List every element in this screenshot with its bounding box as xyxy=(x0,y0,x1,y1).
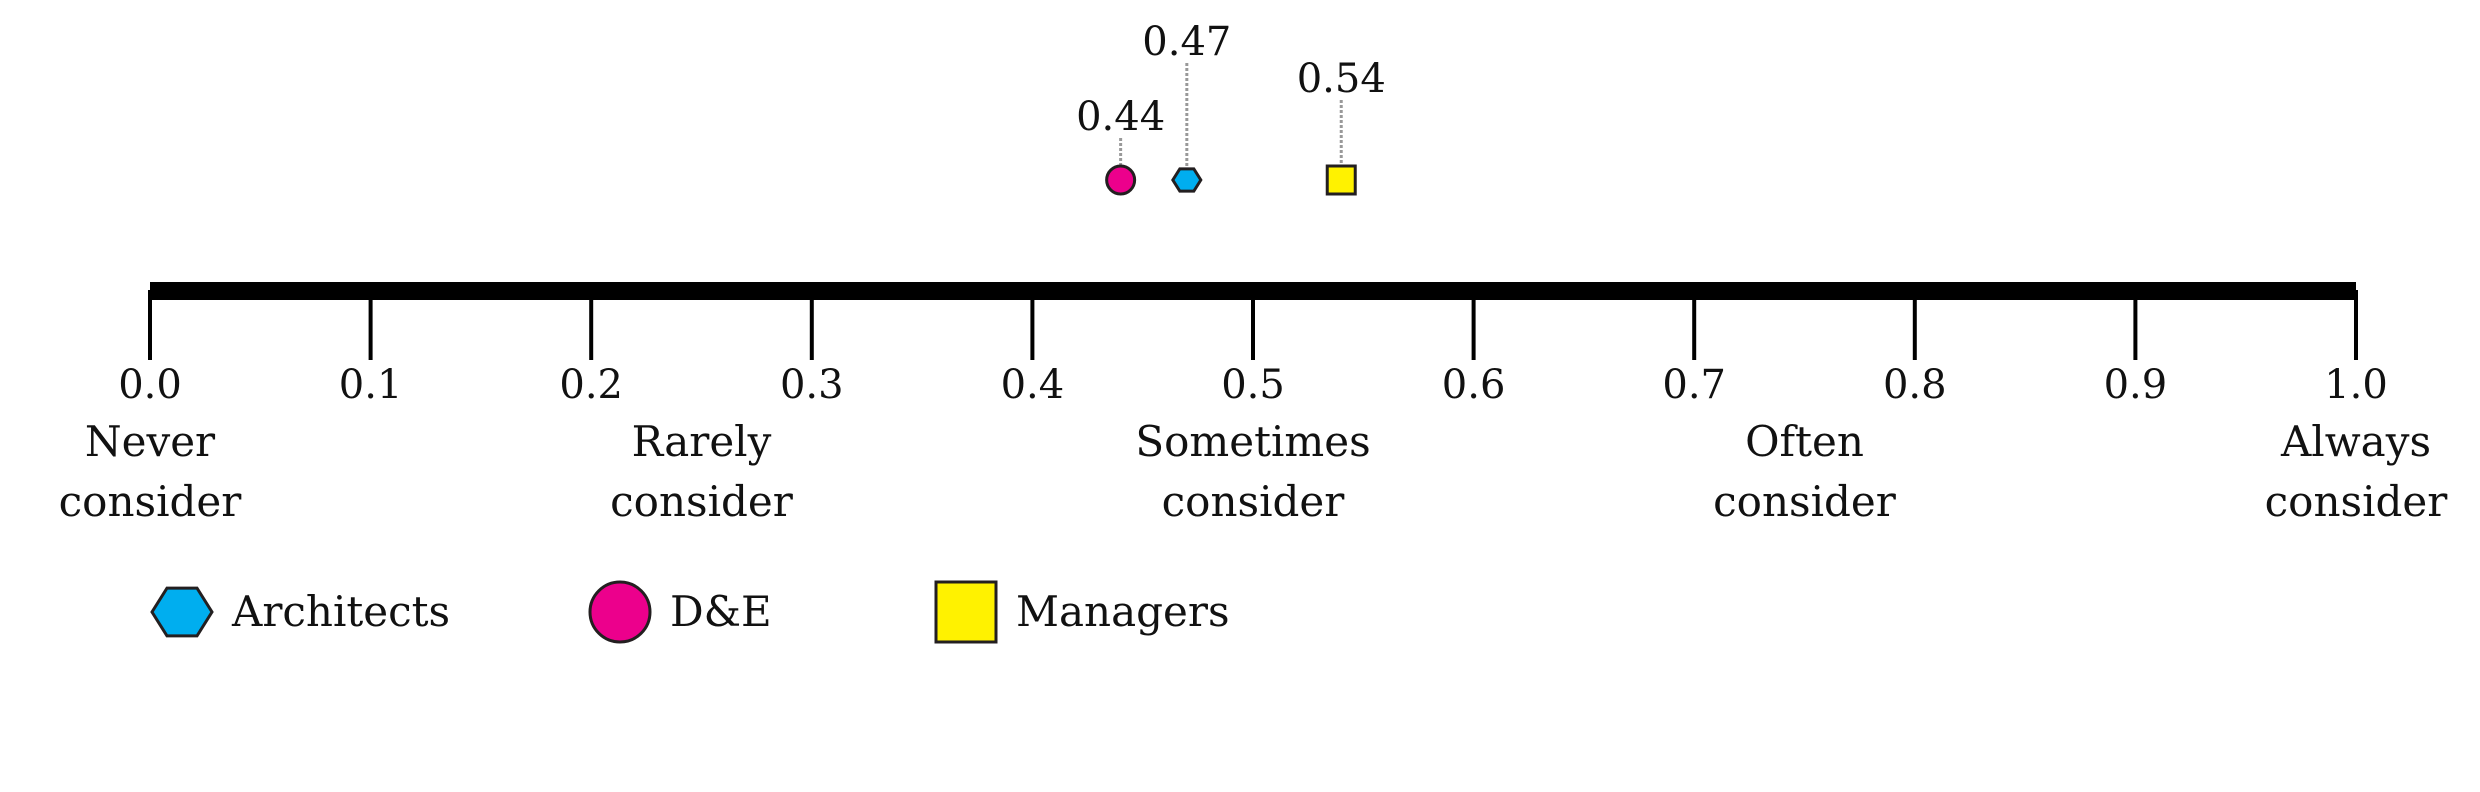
legend: Architects D&E Managers xyxy=(150,580,1230,644)
data-label: 0.47 xyxy=(1142,19,1231,65)
tick-label: 0.5 xyxy=(1221,362,1285,408)
data-point-hexagon xyxy=(1171,167,1203,193)
scale-label: Always xyxy=(2280,417,2431,466)
legend-hexagon-icon xyxy=(150,586,214,638)
tick-label: 1.0 xyxy=(2324,362,2388,408)
tick-label: 0.0 xyxy=(118,362,182,408)
tick-label: 0.8 xyxy=(1883,362,1947,408)
points-layer: 0.47 0.44 0.54 xyxy=(1076,19,1386,196)
scale-labels-layer: Never consider Rarely consider Sometimes cons… xyxy=(59,417,2449,526)
scale-label: Never xyxy=(85,417,216,466)
scale-label: consider xyxy=(610,477,794,526)
scale-label: Sometimes xyxy=(1135,417,1370,466)
scale-label: consider xyxy=(1713,477,1897,526)
scale-label: Rarely xyxy=(632,417,772,466)
data-point-square xyxy=(1325,164,1357,196)
tick-label: 0.6 xyxy=(1442,362,1506,408)
scale-label: consider xyxy=(59,477,243,526)
legend-circle-icon xyxy=(588,580,652,644)
scale-label: consider xyxy=(2265,477,2449,526)
tick-label: 0.2 xyxy=(559,362,623,408)
legend-label: Architects xyxy=(231,587,450,636)
legend-label: Managers xyxy=(1016,587,1230,636)
tick-label: 0.3 xyxy=(780,362,844,408)
scale-label: Often xyxy=(1745,417,1864,466)
data-label: 0.44 xyxy=(1076,94,1165,140)
tick-label: 0.7 xyxy=(1662,362,1726,408)
data-label: 0.54 xyxy=(1297,56,1386,102)
tick-label: 0.1 xyxy=(339,362,403,408)
scale-label: consider xyxy=(1162,477,1346,526)
legend-label: D&E xyxy=(670,587,772,636)
tick-label: 0.9 xyxy=(2104,362,2168,408)
ticks-layer: 0.0 0.1 0.2 0.3 0.4 0.5 0.6 0.7 0.8 0.9 1.0 xyxy=(118,290,2388,408)
tick-label: 0.4 xyxy=(1001,362,1065,408)
legend-square-icon xyxy=(934,580,998,644)
data-point-circle xyxy=(1105,164,1137,196)
